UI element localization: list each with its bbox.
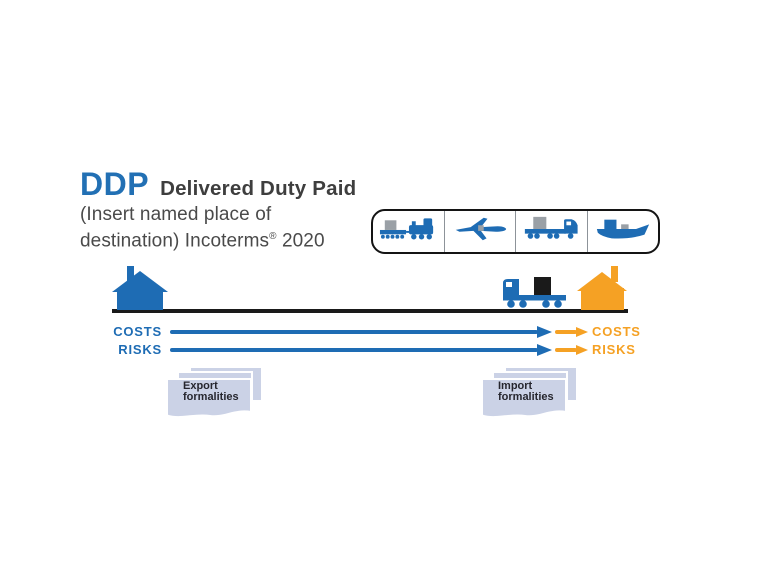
subtitle-line1: (Insert named place of: [80, 204, 272, 225]
export-formalities-label: Export formalities: [183, 380, 239, 403]
costs-buyer-label: COSTS: [592, 324, 641, 339]
buyer-warehouse-icon: [577, 266, 628, 315]
incoterm-full-name: Delivered Duty Paid: [160, 177, 357, 200]
transport-modes-box: [371, 209, 660, 254]
risks-seller-label: RISKS: [118, 342, 162, 357]
costs-seller-arrowhead-icon: [537, 325, 552, 338]
incoterm-abbreviation: DDP: [80, 166, 150, 202]
delivery-truck-icon: [501, 271, 568, 315]
costs-buyer-arrowhead-icon: [576, 326, 588, 337]
seller-factory-icon: [112, 266, 169, 315]
registered-mark: ®: [269, 231, 277, 242]
import-formalities-label: Import formalities: [498, 380, 554, 403]
ship-icon: [595, 214, 651, 249]
transport-mode-sea: [588, 211, 659, 252]
subtitle-year: 2020: [276, 230, 325, 252]
incoterm-subtitle: (Insert named place of destination) Inco…: [80, 204, 325, 252]
costs-row: COSTS COSTS: [0, 325, 764, 339]
export-formalities-stack: Export formalities: [166, 367, 266, 425]
train-icon: [379, 214, 437, 249]
timeline-ground-line: [112, 309, 628, 313]
transport-mode-air: [445, 211, 516, 252]
risks-buyer-label: RISKS: [592, 342, 636, 357]
risks-row: RISKS RISKS: [0, 343, 764, 357]
transport-mode-road: [516, 211, 588, 252]
costs-buyer-arrow-line: [555, 330, 577, 334]
subtitle-line2: destination) Incoterms: [80, 230, 270, 252]
import-formalities-stack: Import formalities: [481, 367, 581, 425]
page-title: DDP Delivered Duty Paid: [80, 166, 356, 203]
risks-buyer-arrow-line: [555, 348, 577, 352]
transport-mode-rail: [373, 211, 445, 252]
risks-seller-arrowhead-icon: [537, 343, 552, 356]
risks-buyer-arrowhead-icon: [576, 344, 588, 355]
costs-seller-label: COSTS: [113, 324, 162, 339]
costs-seller-arrow-line: [170, 330, 538, 334]
risks-seller-arrow-line: [170, 348, 538, 352]
truck-icon: [523, 214, 579, 249]
airplane-icon: [452, 214, 508, 249]
